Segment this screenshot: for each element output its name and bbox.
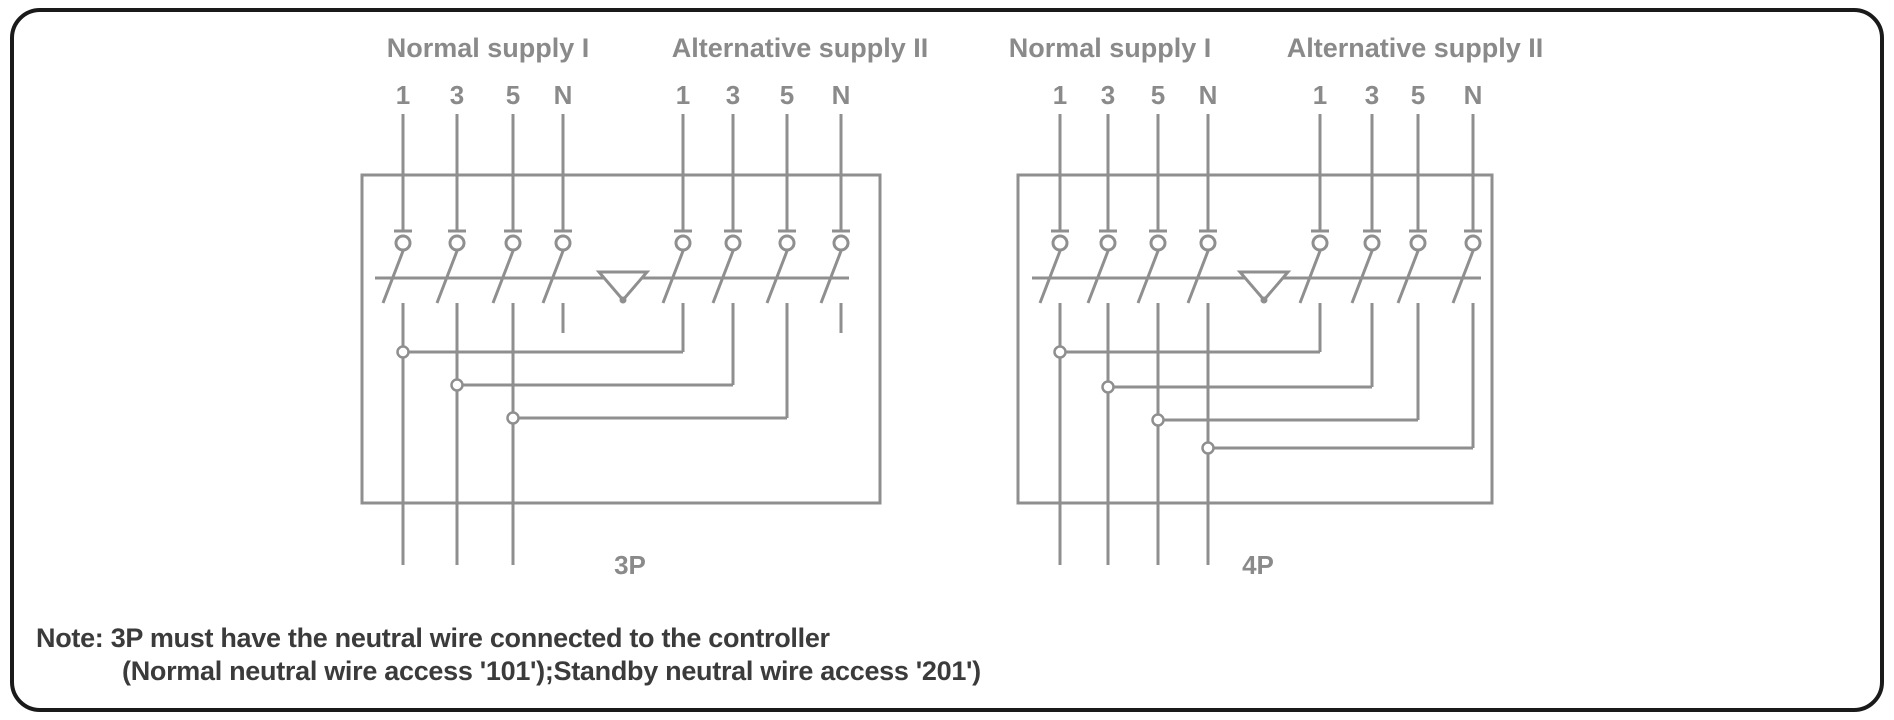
terminal-label: N bbox=[554, 80, 573, 110]
contact-circle-icon bbox=[394, 234, 412, 252]
contact-circle-icon bbox=[1409, 234, 1427, 252]
normal-supply-label: Normal supply I bbox=[1009, 33, 1212, 63]
terminal-label: N bbox=[1199, 80, 1218, 110]
contact-circle-icon bbox=[1149, 234, 1167, 252]
terminal-label: 1 bbox=[676, 80, 690, 110]
contact-circle-icon bbox=[1464, 234, 1482, 252]
terminal-label: 5 bbox=[780, 80, 794, 110]
terminal-label: 3 bbox=[726, 80, 740, 110]
junction-circle-icon bbox=[506, 411, 520, 425]
terminal-label: N bbox=[1464, 80, 1483, 110]
wiring-diagram-4p: Normal supply I Alternative supply II 1 3 5 N… bbox=[1009, 33, 1544, 580]
terminal-label: 1 bbox=[1313, 80, 1327, 110]
contact-blade bbox=[661, 250, 685, 304]
contact-circle-icon bbox=[554, 234, 572, 252]
note-line-2: (Normal neutral wire access '101');Stand… bbox=[122, 656, 981, 686]
contact-blade bbox=[711, 250, 735, 304]
terminal-label: 1 bbox=[1053, 80, 1067, 110]
junction-circle-icon bbox=[1201, 441, 1215, 455]
junction-circle-icon bbox=[1053, 345, 1067, 359]
contact-blade bbox=[765, 250, 789, 304]
enclosure-box bbox=[1016, 173, 1494, 505]
contact-blade bbox=[1350, 250, 1374, 304]
junction-circle-icon bbox=[450, 378, 464, 392]
contact-circle-icon bbox=[1311, 234, 1329, 252]
terminal-label: 5 bbox=[1151, 80, 1165, 110]
contact-circle-icon bbox=[504, 234, 522, 252]
interlock-pivot-dot bbox=[619, 296, 627, 304]
contact-blade bbox=[541, 250, 565, 304]
terminal-label: 3 bbox=[450, 80, 464, 110]
pole-count-label: 3P bbox=[614, 550, 646, 580]
junction-circle-icon bbox=[1151, 413, 1165, 427]
note-caption: Note: 3P must have the neutral wire conn… bbox=[36, 622, 981, 688]
contact-blade bbox=[1396, 250, 1420, 304]
interlock-pivot-dot bbox=[1260, 296, 1268, 304]
contact-blade bbox=[1086, 250, 1110, 304]
interlock-triangle-icon bbox=[595, 270, 651, 303]
contact-circle-icon bbox=[1051, 234, 1069, 252]
terminal-label: 5 bbox=[1411, 80, 1425, 110]
junction-circle-icon bbox=[1101, 380, 1115, 394]
contact-blade bbox=[1186, 250, 1210, 304]
terminal-label: 5 bbox=[506, 80, 520, 110]
contact-circle-icon bbox=[674, 234, 692, 252]
contact-circle-icon bbox=[1099, 234, 1117, 252]
contact-blade bbox=[1298, 250, 1322, 304]
contact-circle-icon bbox=[1199, 234, 1217, 252]
terminal-label: 1 bbox=[396, 80, 410, 110]
junction-circle-icon bbox=[396, 345, 410, 359]
normal-supply-label: Normal supply I bbox=[387, 33, 590, 63]
wiring-diagram-3p: Normal supply I Alternative supply II 1 3 5 N… bbox=[360, 33, 929, 580]
terminal-label: 3 bbox=[1365, 80, 1379, 110]
contact-blade bbox=[1451, 250, 1475, 304]
contact-blade bbox=[1136, 250, 1160, 304]
contact-circle-icon bbox=[448, 234, 466, 252]
interlock-triangle-icon bbox=[1236, 270, 1292, 303]
note-line-1: Note: 3P must have the neutral wire conn… bbox=[36, 623, 830, 653]
contact-blade bbox=[491, 250, 515, 304]
contact-blade bbox=[435, 250, 459, 304]
alternative-supply-label: Alternative supply II bbox=[672, 33, 929, 63]
terminal-label: 3 bbox=[1101, 80, 1115, 110]
contact-circle-icon bbox=[1363, 234, 1381, 252]
contact-blade bbox=[1038, 250, 1062, 304]
enclosure-box bbox=[360, 173, 882, 505]
document-frame bbox=[10, 8, 1884, 712]
contact-circle-icon bbox=[778, 234, 796, 252]
terminal-label: N bbox=[832, 80, 851, 110]
contact-circle-icon bbox=[832, 234, 850, 252]
contact-circle-icon bbox=[724, 234, 742, 252]
contact-blade bbox=[819, 250, 843, 304]
pole-count-label: 4P bbox=[1242, 550, 1274, 580]
alternative-supply-label: Alternative supply II bbox=[1287, 33, 1544, 63]
contact-blade bbox=[381, 250, 405, 304]
